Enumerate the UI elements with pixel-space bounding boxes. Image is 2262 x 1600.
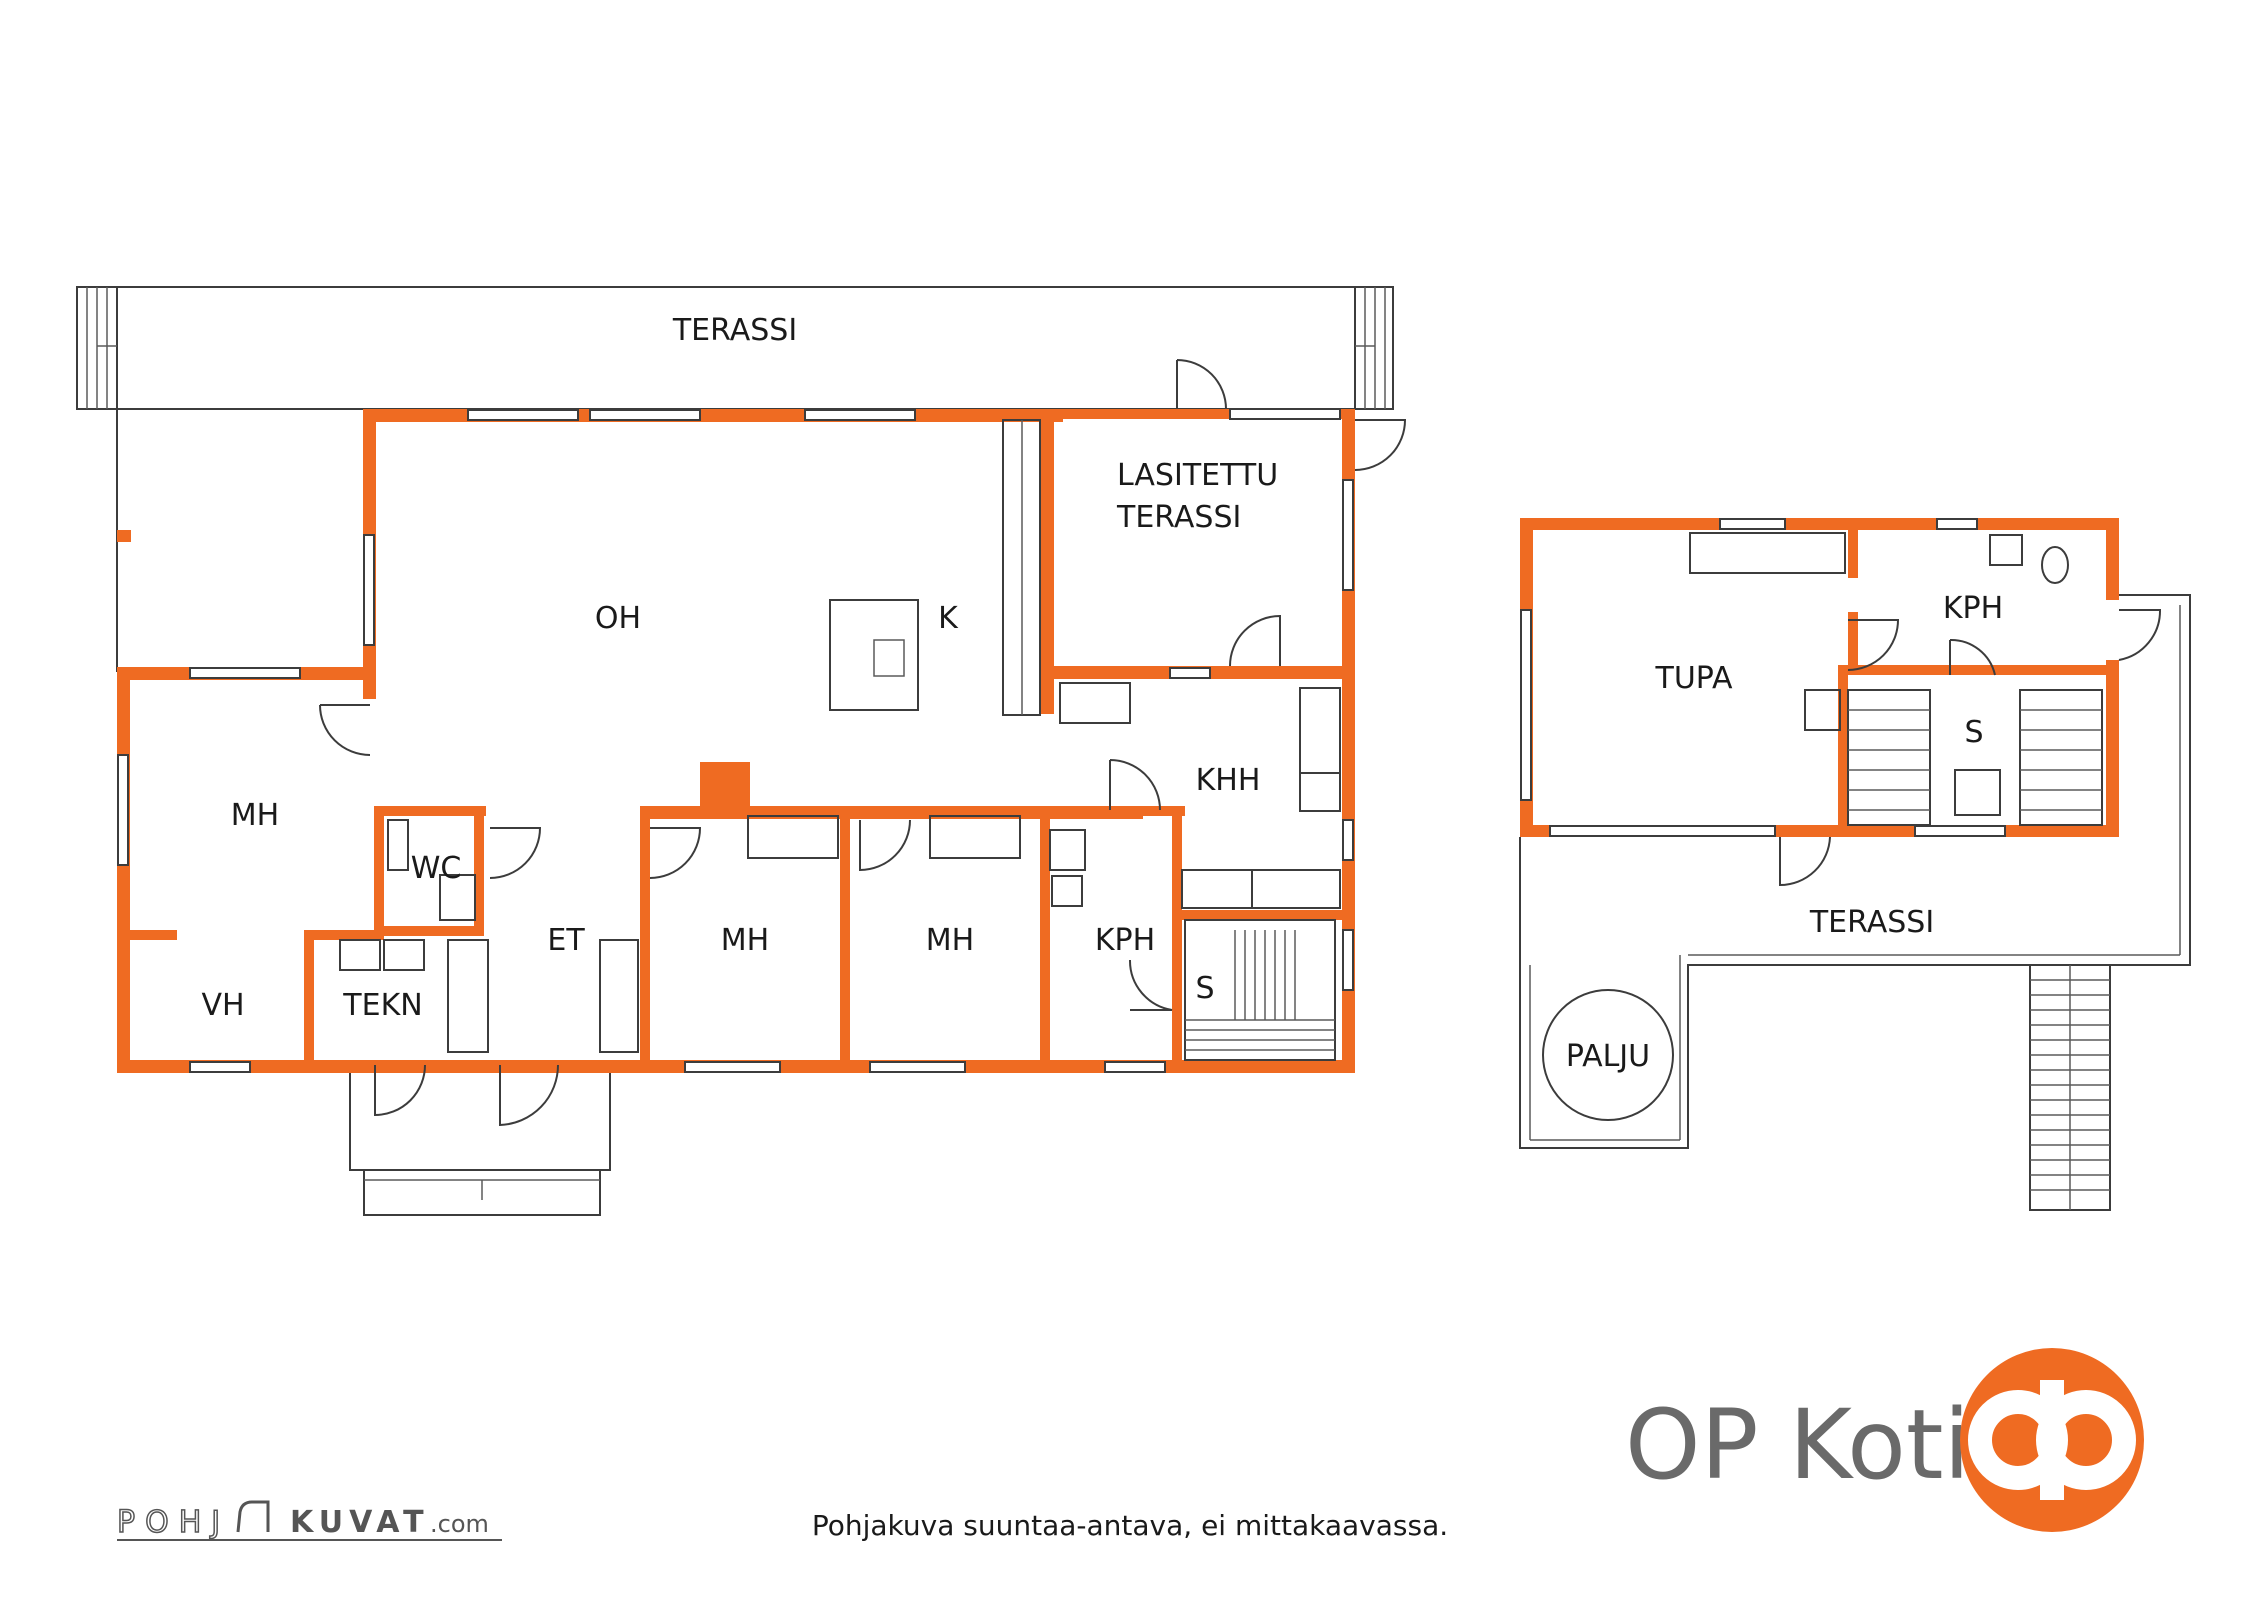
room-label-terassi: TERASSI (672, 313, 797, 348)
room-label-tupa: TUPA (1655, 661, 1733, 696)
doors (319, 359, 1407, 1127)
room-label-s: S (1195, 971, 1214, 1006)
top-terrace (76, 286, 1394, 410)
upper-windows (1520, 518, 2006, 837)
room-label-lasitettu-terassi: TERASSI (1116, 500, 1241, 535)
room-label-lasitettu: LASITETTU (1117, 458, 1278, 493)
room-label-palju: PALJU (1566, 1039, 1650, 1074)
room-label-vh: VH (201, 988, 244, 1023)
room-label-mh-left: MH (231, 798, 279, 833)
interior-walls (117, 409, 1342, 1073)
kitchen-fittings (339, 419, 1341, 1053)
logo-text-pohj: POHJ (117, 1505, 230, 1540)
windows (117, 408, 1354, 1073)
upper-exterior-walls (1520, 518, 2119, 837)
pohjakuvat-logo: POHJ KUVAT .com (116, 1500, 502, 1541)
upper-floor-plan: TUPA KPH S TERASSI PALJU (1519, 518, 2191, 1211)
logo-text-kuvat: KUVAT (290, 1505, 430, 1540)
room-label-mh-mid: MH (721, 923, 769, 958)
room-label-wc: WC (411, 851, 462, 886)
room-label-et: ET (547, 923, 585, 958)
op-logo-icon (1960, 1348, 2144, 1532)
ground-floor-labels: TERASSI LASITETTU TERASSI OH K MH WC ET … (201, 313, 1278, 1023)
ground-floor-plan: TERASSI LASITETTU TERASSI OH K MH WC ET … (76, 286, 1407, 1216)
room-label-s-upper: S (1964, 715, 1983, 750)
disclaimer-text: Pohjakuva suuntaa-antava, ei mittakaavas… (812, 1509, 1448, 1542)
sauna-benches (1184, 919, 1336, 1061)
room-label-mh-right: MH (926, 923, 974, 958)
room-label-terassi-upper: TERASSI (1809, 905, 1934, 940)
room-label-tekn: TEKN (342, 988, 422, 1023)
room-label-k: K (938, 601, 959, 636)
room-label-kph-upper: KPH (1943, 591, 2003, 626)
logo-text-com: .com (430, 1510, 489, 1538)
room-label-oh: OH (595, 601, 641, 636)
room-label-khh: KHH (1196, 763, 1261, 798)
upper-fittings (1689, 532, 2103, 826)
upper-doors (1779, 609, 2162, 887)
upper-terrace (1519, 594, 2191, 1211)
entrance-porch (349, 1073, 611, 1216)
brand-name: OP Koti (1625, 1389, 1970, 1501)
room-label-kph: KPH (1095, 923, 1155, 958)
upper-floor-labels: TUPA KPH S TERASSI PALJU (1566, 591, 2003, 1074)
